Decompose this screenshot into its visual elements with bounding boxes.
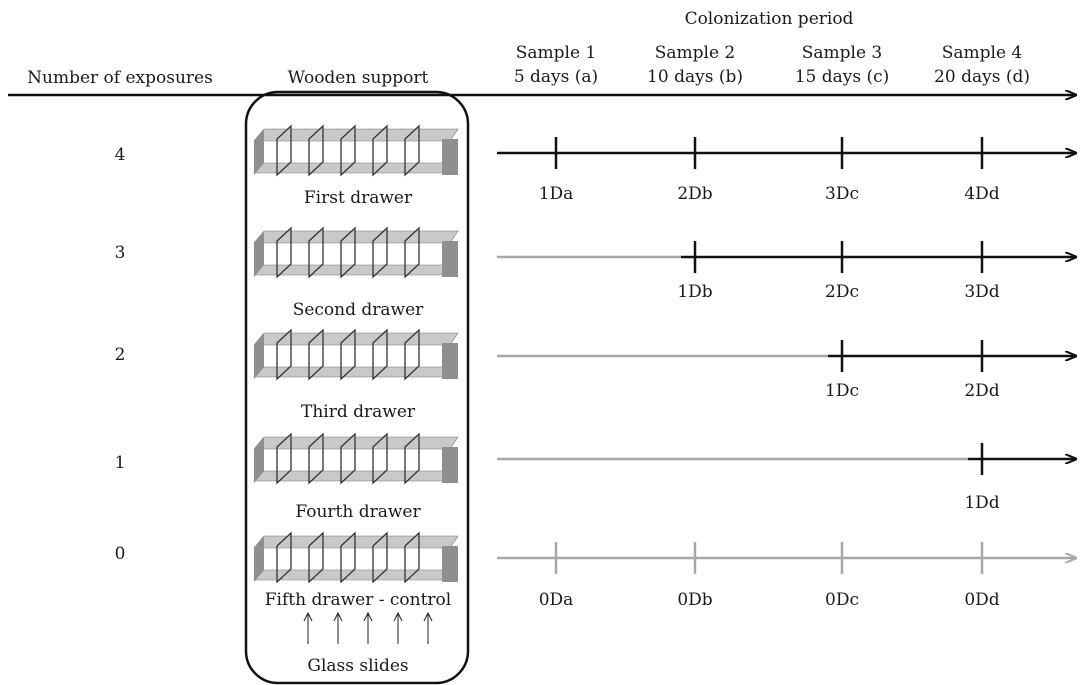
glass-slide [276, 226, 292, 279]
drawer-end-right [442, 546, 458, 582]
drawer-icon [253, 432, 459, 485]
glass-slide [404, 124, 420, 177]
drawer-end-left [254, 333, 264, 379]
glass-slide-arrows [303, 611, 433, 644]
exposure-count: 2 [115, 345, 126, 365]
drawer-icon [253, 531, 459, 584]
drawer-end-right [442, 241, 458, 277]
glass-slide [372, 226, 388, 279]
sample-label: 1Db [677, 282, 712, 302]
glass-slide [276, 531, 292, 584]
sample-1-name: Sample 1 [516, 43, 597, 63]
glass-slide [276, 432, 292, 485]
glass-slide [372, 531, 388, 584]
sample-label: 2Dd [964, 381, 999, 401]
drawer-end-left [254, 231, 264, 277]
glass-slide [372, 432, 388, 485]
wooden-support-header: Wooden support [288, 68, 429, 88]
drawer-end-left [254, 536, 264, 582]
sample-3-duration: 15 days (c) [795, 67, 890, 87]
colonization-period-title: Colonization period [685, 9, 854, 29]
timeline-row: 1Da 2Db 3Dc 4Dd [497, 137, 1076, 204]
sample-label: 1Dd [964, 493, 999, 513]
sample-label: 4Dd [964, 184, 999, 204]
glass-slide [308, 328, 324, 381]
glass-slide [404, 531, 420, 584]
slide-pointer-arrowhead [423, 611, 433, 622]
drawer-icon [253, 226, 459, 279]
sample-2-duration: 10 days (b) [647, 67, 743, 87]
glass-slide [308, 432, 324, 485]
drawer-end-left [254, 437, 264, 483]
glass-slide [276, 328, 292, 381]
slide-pointer-arrowhead [363, 611, 373, 622]
glass-slide [340, 531, 356, 584]
drawer-top-rail [253, 332, 459, 346]
sample-label: 0Dd [964, 590, 999, 610]
glass-slide [308, 124, 324, 177]
drawer-top-rail [253, 436, 459, 450]
glass-slide [404, 432, 420, 485]
glass-slides-label: Glass slides [307, 656, 408, 676]
drawer-top-rail [253, 535, 459, 549]
sample-label: 2Dc [825, 282, 859, 302]
sample-label: 0Da [539, 590, 574, 610]
sample-2-name: Sample 2 [655, 43, 736, 63]
sample-label: 0Db [677, 590, 712, 610]
drawer-end-right [442, 139, 458, 175]
glass-slide [340, 432, 356, 485]
glass-slide [340, 226, 356, 279]
sample-4-duration: 20 days (d) [934, 67, 1030, 87]
slide-pointer-arrowhead [393, 611, 403, 622]
sample-label: 1Dc [825, 381, 859, 401]
exposure-count: 1 [115, 453, 126, 473]
sample-label: 3Dc [825, 184, 859, 204]
glass-slide [340, 124, 356, 177]
timeline-row: 1Dc 2Dd [497, 340, 1076, 401]
drawer-label: Fifth drawer - control [265, 590, 451, 610]
exposure-count: 4 [115, 145, 126, 165]
drawer-label: Fourth drawer [295, 502, 421, 522]
glass-slide [404, 226, 420, 279]
slide-pointer-arrowhead [333, 611, 343, 622]
drawer-label: Second drawer [293, 300, 424, 320]
drawer-top-rail [253, 230, 459, 244]
drawer-label: First drawer [304, 188, 413, 208]
glass-slide [372, 328, 388, 381]
drawer-end-right [442, 343, 458, 379]
glass-slide [308, 226, 324, 279]
exposure-count: 3 [115, 243, 126, 263]
glass-slide [276, 124, 292, 177]
sample-label: 0Dc [825, 590, 859, 610]
sample-3-name: Sample 3 [802, 43, 883, 63]
glass-slide [404, 328, 420, 381]
drawer-end-right [442, 447, 458, 483]
glass-slide [340, 328, 356, 381]
sample-label: 2Db [677, 184, 712, 204]
sample-label: 3Dd [964, 282, 999, 302]
sample-1-duration: 5 days (a) [514, 67, 598, 87]
exposure-count: 0 [115, 544, 126, 564]
glass-slide [372, 124, 388, 177]
number-of-exposures-header: Number of exposures [27, 68, 213, 88]
sample-4-name: Sample 4 [942, 43, 1023, 63]
drawer-top-rail [253, 128, 459, 142]
timeline-row: 1Db 2Dc 3Dd [497, 241, 1076, 302]
drawer-end-left [254, 129, 264, 175]
wooden-support-frame [244, 90, 470, 685]
sample-label: 1Da [539, 184, 574, 204]
drawer-label: Third drawer [301, 402, 416, 422]
drawer-icon [253, 328, 459, 381]
drawer-icon [253, 124, 459, 177]
timeline-row: 0Da 0Db 0Dc 0Dd [497, 542, 1076, 610]
timeline-row: 1Dd [497, 443, 1076, 513]
slide-pointer-arrowhead [303, 611, 313, 622]
glass-slide [308, 531, 324, 584]
